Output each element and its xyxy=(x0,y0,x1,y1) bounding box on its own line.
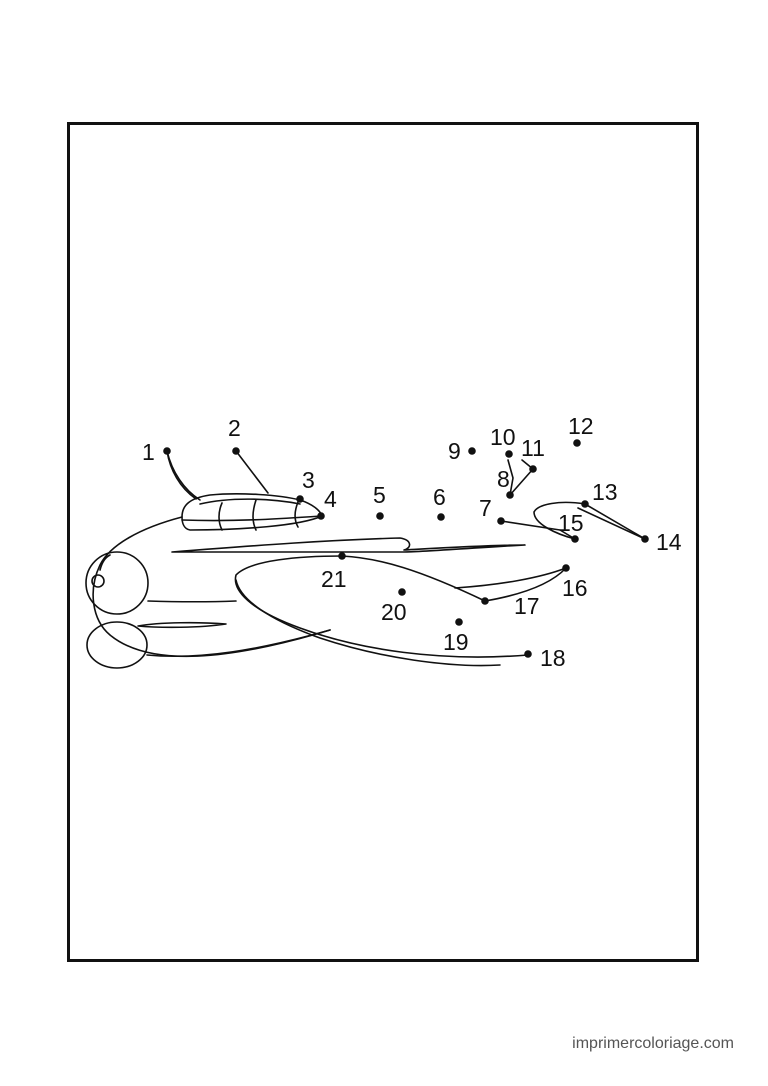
dot-1 xyxy=(163,447,171,455)
fuselage-outline xyxy=(92,516,331,658)
dot-label-21: 21 xyxy=(321,566,347,592)
dot-11 xyxy=(529,465,537,473)
guide-line-1 xyxy=(166,450,197,500)
dot-label-18: 18 xyxy=(540,645,566,671)
dot-label-13: 13 xyxy=(592,479,618,505)
wing-tip-return xyxy=(454,567,567,589)
nose-light xyxy=(91,574,105,588)
dot-label-4: 4 xyxy=(324,486,337,512)
dot-14 xyxy=(641,535,649,543)
dot-8 xyxy=(506,491,514,499)
dot-10 xyxy=(505,450,513,458)
belly-line xyxy=(146,629,331,658)
dot-21 xyxy=(338,552,346,560)
side-stripe xyxy=(137,621,227,629)
dot-15 xyxy=(571,535,579,543)
tail-line xyxy=(500,520,576,540)
dot-label-20: 20 xyxy=(381,599,407,625)
wing-leading-edge xyxy=(341,555,486,602)
body-spear-stripe xyxy=(171,537,526,553)
dot-20 xyxy=(398,588,406,596)
dot-label-3: 3 xyxy=(302,467,315,493)
canopy-strut-3 xyxy=(294,501,299,528)
dot-label-1: 1 xyxy=(142,439,155,465)
dot-label-11: 11 xyxy=(521,435,545,461)
dot-19 xyxy=(455,618,463,626)
dot-6 xyxy=(437,513,445,521)
stabilizer-line xyxy=(577,507,646,540)
dot-label-5: 5 xyxy=(373,482,386,508)
dot-4 xyxy=(317,512,325,520)
guide-line-1b xyxy=(166,450,201,501)
dot-label-8: 8 xyxy=(497,466,510,492)
dot-label-19: 19 xyxy=(443,629,469,655)
canopy-strut-1 xyxy=(218,502,223,531)
dot-17 xyxy=(481,597,489,605)
tail-fin-2 xyxy=(507,459,514,496)
site-watermark: imprimercoloriage.com xyxy=(572,1035,734,1052)
dot-2 xyxy=(232,447,240,455)
fuselage-top-line xyxy=(181,515,323,522)
dot-label-17: 17 xyxy=(514,593,540,619)
dot-label-12: 12 xyxy=(568,413,594,439)
dot-label-7: 7 xyxy=(479,495,492,521)
worksheet-frame xyxy=(67,122,699,962)
dot-label-16: 16 xyxy=(562,575,588,601)
engine-oval xyxy=(86,621,148,669)
nose-highlight xyxy=(99,554,111,571)
stabilizer xyxy=(533,501,586,540)
canopy-inner-top xyxy=(199,498,301,505)
dot-label-2: 2 xyxy=(228,415,241,441)
body-side-line xyxy=(147,600,237,603)
dot-13 xyxy=(581,500,589,508)
dot-label-10: 10 xyxy=(490,424,516,450)
canopy-strut-2 xyxy=(252,499,257,531)
guide-line-2 xyxy=(235,450,269,494)
wing-bottom xyxy=(235,579,501,667)
dot-9 xyxy=(468,447,476,455)
cockpit-canopy xyxy=(181,493,323,531)
dot-3 xyxy=(296,495,304,503)
dot-label-14: 14 xyxy=(656,529,682,555)
dot-5 xyxy=(376,512,384,520)
dot-18 xyxy=(524,650,532,658)
dot-12 xyxy=(573,439,581,447)
dot-label-6: 6 xyxy=(433,484,446,510)
dot-label-9: 9 xyxy=(448,438,461,464)
dot-label-15: 15 xyxy=(558,510,584,536)
dot-7 xyxy=(497,517,505,525)
dot-16 xyxy=(562,564,570,572)
wing-trailing-edge xyxy=(484,567,567,602)
nose-circle xyxy=(85,551,149,615)
stabilizer-line-2 xyxy=(584,503,646,540)
